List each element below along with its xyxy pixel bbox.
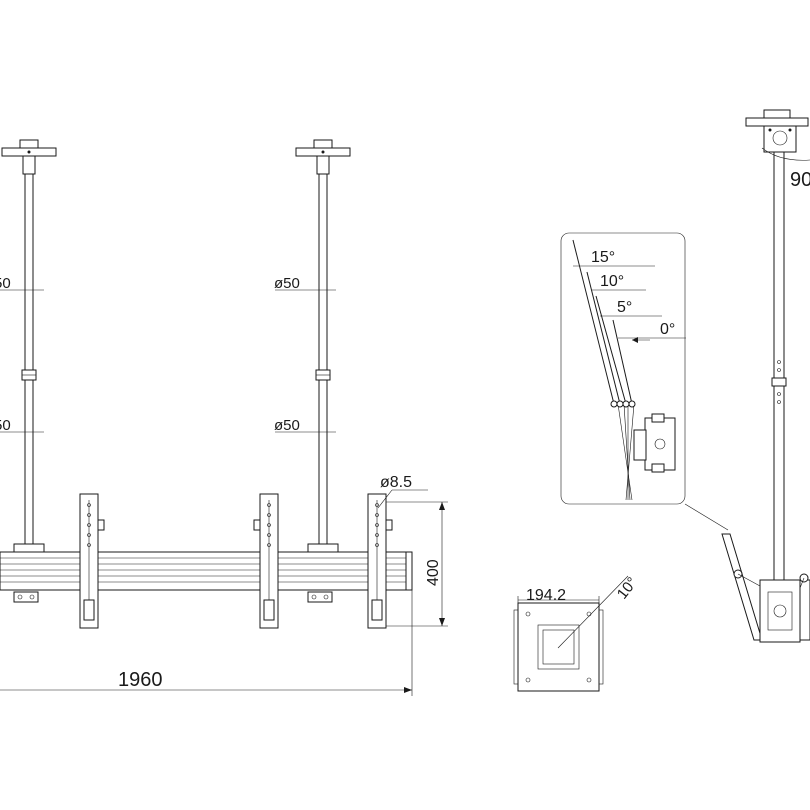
middle-pole <box>295 139 351 603</box>
side-view: 90 <box>721 109 810 643</box>
pole-diameter-lower-left-label: 50 <box>0 417 11 434</box>
vertical-bracket-3 <box>367 493 393 629</box>
pole-diameter-upper-label: ø50 <box>274 275 300 292</box>
left-pole-diameter-marks: 50 50 <box>0 275 44 434</box>
left-pole <box>1 139 57 603</box>
plate-size-label: 194.2 <box>526 587 566 604</box>
height-dimension: 400 <box>386 501 448 627</box>
tilt-angle-0-label: 0° <box>660 321 675 338</box>
tilt-angle-15-label: 15° <box>591 249 615 266</box>
height-label: 400 <box>425 559 442 586</box>
hole-diameter-label: ø8.5 <box>380 474 412 491</box>
swivel-angle-label: 90 <box>790 169 810 191</box>
tilt-angle-10-label: 10° <box>600 273 624 290</box>
mounting-rail <box>0 551 413 591</box>
vertical-bracket-2 <box>253 493 279 629</box>
tilt-angle-5-label: 5° <box>617 299 632 316</box>
front-view: 50 50 ø50 ø50 <box>0 139 448 696</box>
middle-pole-diameter-marks: ø50 ø50 <box>274 275 336 434</box>
detail-leader-line <box>684 503 729 531</box>
plate-angle-label: 10° <box>614 574 641 602</box>
width-dimension: 1960 <box>0 590 413 696</box>
pole-diameter-lower-label: ø50 <box>274 417 300 434</box>
width-label: 1960 <box>118 669 163 691</box>
vertical-bracket-1 <box>79 493 105 629</box>
pole-diameter-upper-left-label: 50 <box>0 275 11 292</box>
tilt-detail-view: 15° 10° 5° 0° <box>560 232 686 505</box>
hole-diameter-callout: ø8.5 <box>377 474 428 509</box>
ceiling-plate-view: 194.2 10° <box>513 574 641 692</box>
